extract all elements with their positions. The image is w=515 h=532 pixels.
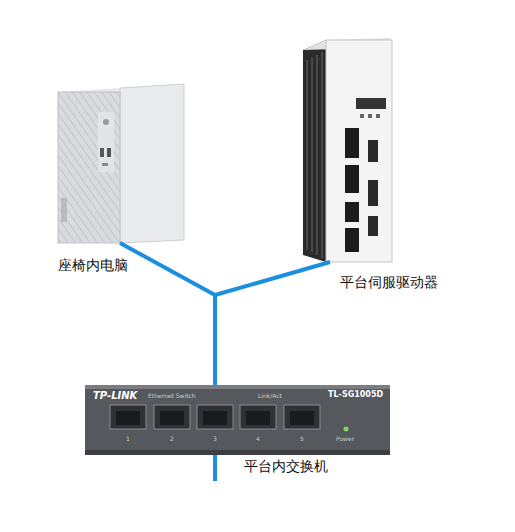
device-marking: 4 <box>256 436 260 443</box>
servo-drive <box>303 38 392 262</box>
device-marking: 2 <box>170 436 174 443</box>
device-marking: TP-LINK <box>93 390 137 401</box>
device-caption: 平台伺服驱动器 <box>340 273 438 291</box>
device-marking: 1 <box>126 436 130 443</box>
device-caption: 平台内交换机 <box>244 457 328 475</box>
device-marking: Power <box>336 436 354 443</box>
device-marking: 3 <box>213 436 217 443</box>
device-caption: 座椅内电脑 <box>58 256 128 274</box>
network-cable <box>215 262 330 385</box>
uplink-cable <box>213 455 217 481</box>
device-marking: Link/Act <box>258 393 282 400</box>
device-marking: 5 <box>300 436 304 443</box>
device-marking: Ethernet Switch <box>148 393 196 400</box>
network-switch <box>85 385 390 455</box>
pc-node: 座椅内电脑 <box>58 85 184 243</box>
device-marking: TL-SG1005D <box>328 391 383 400</box>
network-cable <box>120 243 215 385</box>
pc-tower <box>58 84 184 243</box>
servo-node: 平台伺服驱动器 <box>303 38 393 262</box>
